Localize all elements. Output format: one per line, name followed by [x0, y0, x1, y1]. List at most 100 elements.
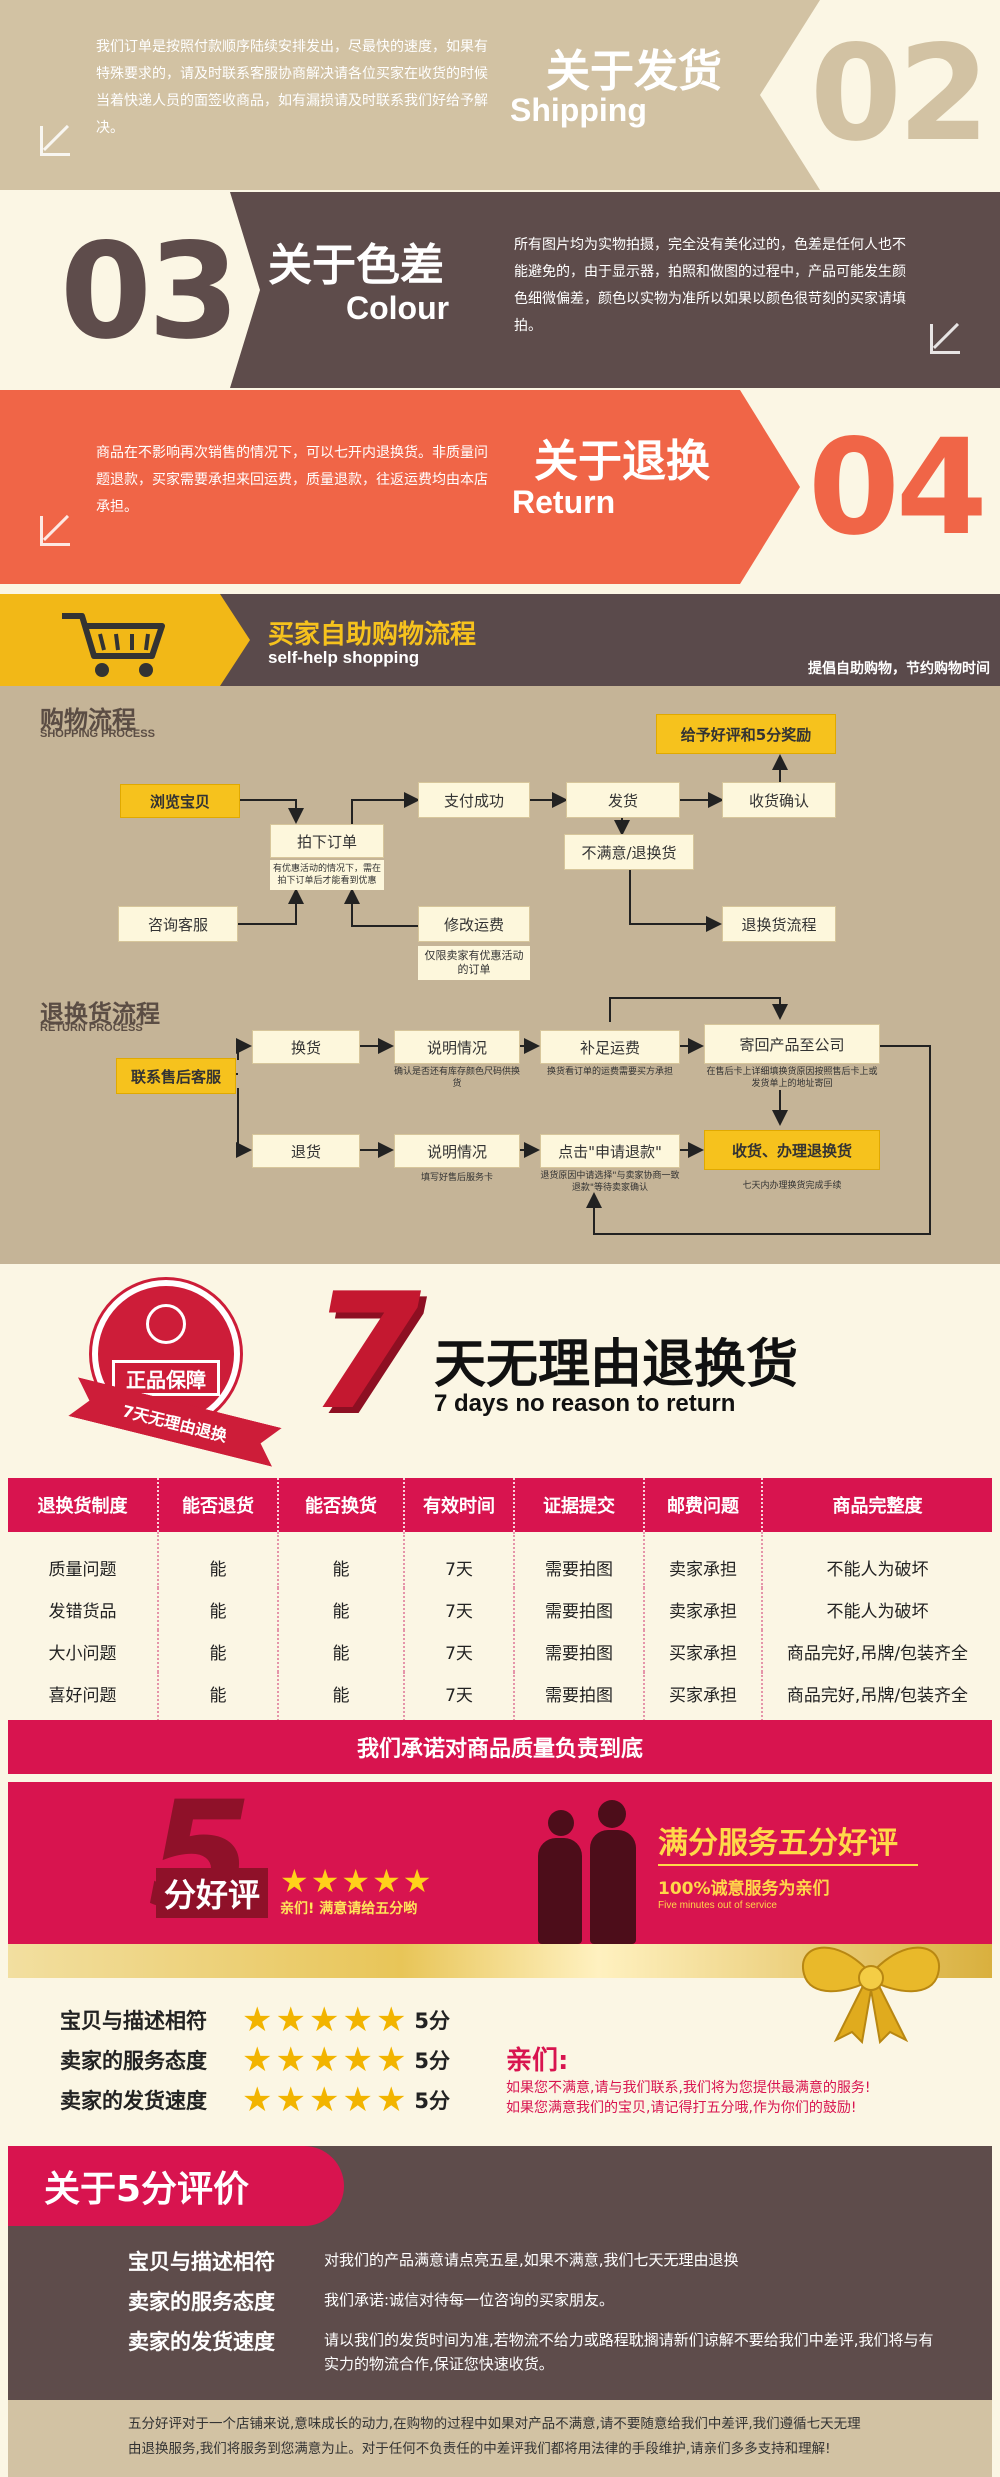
ratings-list: 宝贝与描述相符 ★★★★★ 5分 卖家的服务态度 ★★★★★ 5分 卖家的发货速…	[60, 2000, 520, 2120]
table-cell: 质量问题	[8, 1532, 159, 1588]
table-cell: 商品完好,吊牌/包装齐全	[786, 1643, 969, 1664]
seven-subtitle: 7 days no reason to return	[434, 1390, 736, 1417]
shipping-banner: 我们订单是按照付款顺序陆续安排发出，尽最快的速度，如果有特殊要求的，请及时联系客…	[0, 0, 1000, 190]
about-row: 卖家的发货速度 请以我们的发货时间为准,若物流不给力或路程耽搁请新们谅解不要给我…	[128, 2326, 944, 2376]
arrow-down-left-icon	[40, 126, 70, 156]
return-coral-panel	[0, 390, 800, 584]
person-body	[590, 1830, 636, 1944]
table-cell: 7天	[404, 1630, 515, 1672]
about-row: 卖家的服务态度 我们承诺:诚信对待每一位咨询的买家朋友。	[128, 2286, 944, 2316]
step-handle-return-note: 七天内办理换货完成手续	[742, 1181, 842, 1191]
table-cell: 能	[158, 1630, 279, 1672]
step-place-order: 拍下订单	[270, 824, 384, 858]
table-cell: 需要拍图	[514, 1532, 645, 1588]
flow-header: 买家自助购物流程 self-help shopping 提倡自助购物，节约购物时…	[0, 594, 1000, 686]
return-number: 04	[808, 411, 988, 565]
step-send-back-note: 在售后卡上详细填换货原因按照售后卡上或发货单上的地址寄回	[706, 1067, 878, 1089]
table-cell: 能	[158, 1532, 279, 1588]
star-icon: ★	[242, 2080, 273, 2120]
person-icon	[598, 1800, 626, 1828]
rating-value: 5分	[414, 2049, 451, 2073]
star-icon: ★	[375, 2040, 407, 2080]
star-icon: ★	[342, 2080, 373, 2120]
step-explain-exchange-note: 确认是否还有库存颜色尺码供换货	[394, 1067, 521, 1089]
step-refund: 退货	[252, 1134, 360, 1168]
star-icon: ★	[275, 2080, 306, 2120]
footer-note: 五分好评对于一个店铺来说,意味成长的动力,在购物的过程中如果对产品不满意,请不要…	[8, 2400, 992, 2477]
table-row: 发错货品 能 能 7天 需要拍图 卖家承担 不能人为破坏	[8, 1588, 992, 1630]
five-en: Five minutes out of service	[658, 1900, 777, 1911]
about-row: 宝贝与描述相符 对我们的产品满意请点亮五星,如果不满意,我们七天无理由退换	[128, 2246, 944, 2276]
table-cell: 7天	[404, 1532, 515, 1588]
shopping-process-title: 购物流程	[40, 706, 136, 734]
rating-row: 宝贝与描述相符 ★★★★★ 5分	[60, 2000, 520, 2040]
seal-text: 正品保障	[112, 1360, 220, 1396]
table-header: 退换货制度	[8, 1478, 159, 1532]
step-paid: 支付成功	[418, 782, 530, 818]
rating-value: 5分	[414, 2009, 451, 2033]
rating-stars: ★★★★★	[242, 2083, 406, 2117]
step-apply-refund-note: 退货原因中请选择"与卖家协商一致退款"等待卖家确认	[540, 1171, 680, 1193]
table-cell: 7天	[404, 1588, 515, 1630]
star-icon: ★	[242, 2040, 273, 2080]
about-label: 宝贝与描述相符	[128, 2250, 275, 2274]
table-header: 证据提交	[514, 1478, 645, 1532]
colour-text: 所有图片均为实物拍摄，完全没有美化过的，色差是任何人也不能避免的，由于显示器，拍…	[514, 237, 906, 334]
step-ship: 发货	[566, 782, 680, 818]
step-send-back: 寄回产品至公司	[704, 1024, 880, 1064]
flow-subtitle: self-help shopping	[268, 648, 420, 667]
table-header: 能否换货	[278, 1478, 405, 1532]
star-icon: ★	[275, 2000, 306, 2040]
table-cell: 买家承担	[644, 1672, 763, 1728]
table-header: 能否退货	[158, 1478, 279, 1532]
table-cell: 能	[158, 1588, 279, 1630]
about-text: 请以我们的发货时间为准,若物流不给力或路程耽搁请新们谅解不要给我们中差评,我们将…	[324, 2331, 934, 2373]
table-cell: 需要拍图	[514, 1588, 645, 1630]
ornament-icon	[146, 1304, 186, 1344]
five-title: 满分服务五分好评	[658, 1826, 898, 1861]
shipping-subtitle: Shipping	[510, 92, 647, 128]
table-row: 大小问题 能 能 7天 需要拍图 买家承担 商品完好,吊牌/包装齐全	[8, 1630, 992, 1672]
person-icon	[548, 1810, 574, 1836]
five-label: 分好评	[156, 1868, 269, 1918]
seven-day-section: 正品保障 7天无理由退换 7 天无理由退换货 7 days no reason …	[0, 1270, 1000, 1470]
star-icon: ★	[375, 2080, 407, 2120]
rating-value: 5分	[414, 2089, 451, 2113]
colour-banner: 03 关于色差 Colour 所有图片均为实物拍摄，完全没有美化过的，色差是任何…	[0, 192, 1000, 388]
qin-text: 如果您不满意,请与我们联系,我们将为您提供最满意的服务! 如果您满意我们的宝贝,…	[506, 2078, 946, 2118]
return-banner: 商品在不影响再次销售的情况下，可以七开内退换货。非质量问题退款，买家需要承担来回…	[0, 390, 1000, 584]
step-explain-refund-note: 填写好售后服务卡	[420, 1173, 493, 1183]
flow-arrows	[200, 754, 931, 1235]
about-label: 卖家的服务态度	[128, 2290, 275, 2314]
table-row: 喜好问题 能 能 7天 需要拍图 买家承担 商品完好,吊牌/包装齐全	[8, 1672, 992, 1728]
table-cell: 喜好问题	[8, 1672, 159, 1728]
step-pay-shipping-note: 换货看订单的运费需要买方承担	[546, 1067, 673, 1077]
table-cell: 需要拍图	[514, 1672, 645, 1728]
rating-row: 卖家的服务态度 ★★★★★ 5分	[60, 2040, 520, 2080]
star-icon: ★	[310, 1862, 340, 1900]
step-receive: 收货确认	[722, 782, 836, 818]
star-icon: ★	[308, 2000, 340, 2040]
colour-subtitle: Colour	[346, 290, 450, 326]
rating-label: 宝贝与描述相符	[60, 2009, 207, 2033]
table-cell: 能	[158, 1672, 279, 1728]
star-icon: ★	[280, 1862, 309, 1900]
table-cell: 买家承担	[644, 1630, 763, 1672]
qin-title: 亲们:	[506, 2046, 569, 2076]
table-cell: 商品完好,吊牌/包装齐全	[786, 1685, 969, 1706]
return-policy-table: 退换货制度 能否退货 能否换货 有效时间 证据提交 邮费问题 商品完整度 质量问…	[8, 1478, 992, 1728]
about-five-tag: 关于5分评价	[8, 2146, 344, 2226]
table-cell: 发错货品	[8, 1588, 159, 1630]
table-cell: 不能人为破坏	[826, 1559, 929, 1580]
seven-title: 天无理由退换货	[434, 1335, 799, 1395]
table-cell: 能	[278, 1672, 405, 1728]
colour-dark-panel	[230, 192, 1000, 388]
star-icon: ★	[308, 2080, 340, 2120]
five-stars: ★ ★ ★ ★ ★	[280, 1862, 431, 1900]
table-row: 质量问题 能 能 7天 需要拍图 卖家承担 不能人为破坏	[8, 1532, 992, 1588]
return-process-en: RETURN PROCESS	[40, 1022, 143, 1034]
about-five-section: 关于5分评价 宝贝与描述相符 对我们的产品满意请点亮五星,如果不满意,我们七天无…	[8, 2146, 992, 2400]
shopping-cart-icon	[62, 613, 165, 677]
star-icon: ★	[308, 2040, 340, 2080]
